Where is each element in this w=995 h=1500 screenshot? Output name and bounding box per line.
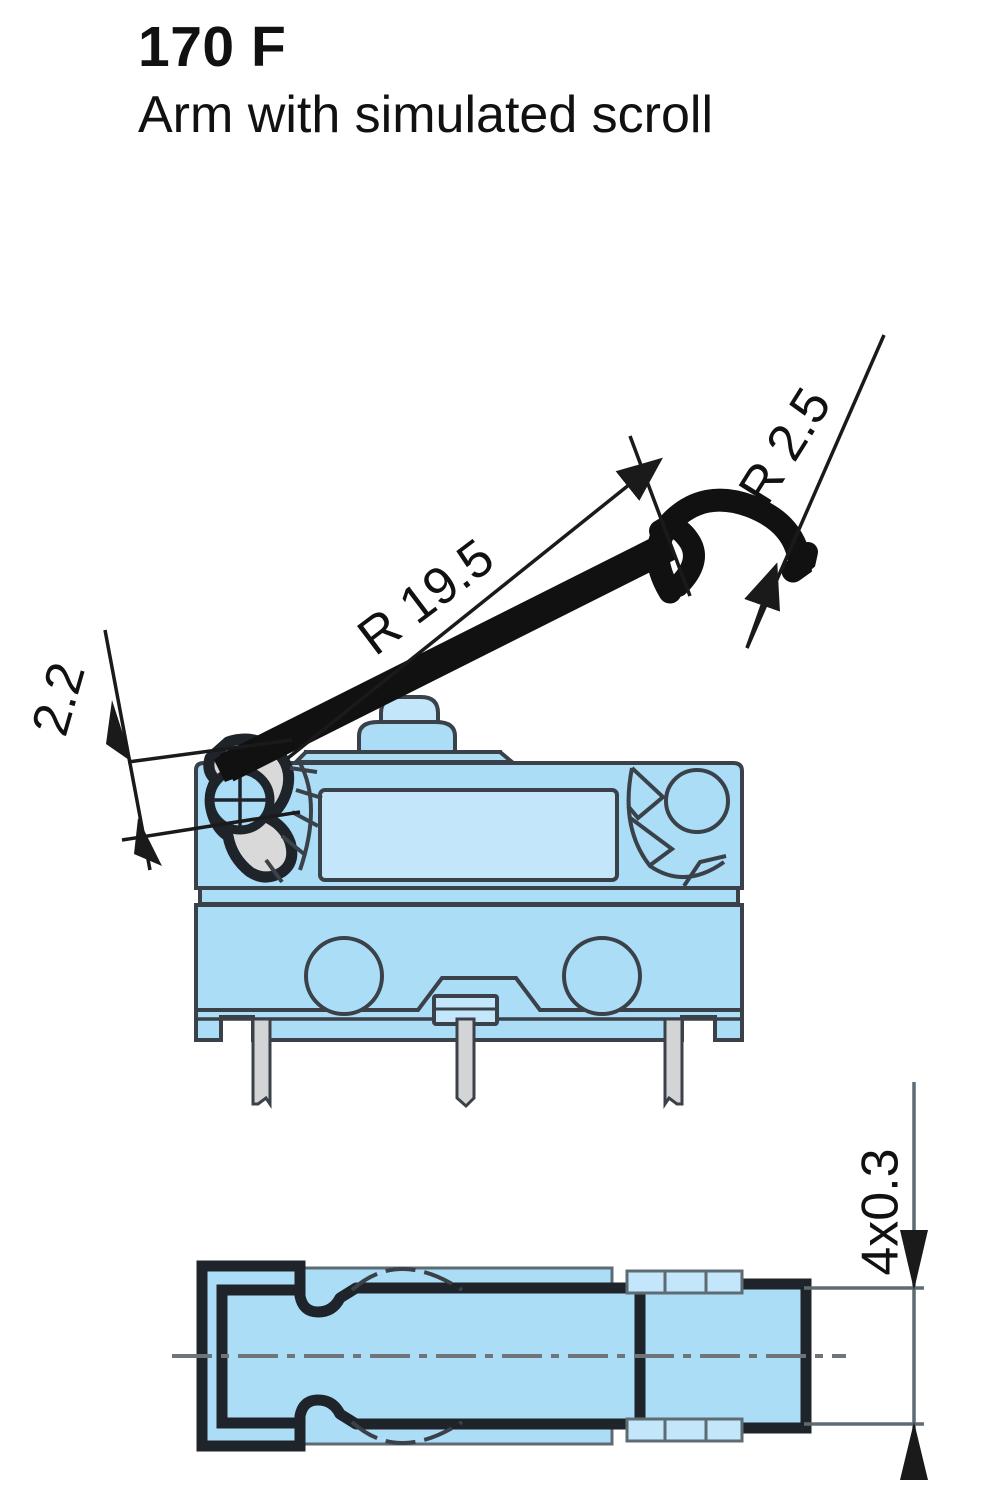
extension-line-upper [127, 738, 293, 764]
extension-line-lower [121, 810, 301, 842]
spring-leaf-lower [627, 815, 676, 868]
lever-root [214, 755, 233, 782]
spring-detail [626, 766, 730, 888]
arrowhead-upper [106, 700, 132, 762]
radius-leader-line [286, 457, 663, 760]
scroll-hook [646, 488, 812, 604]
switch-base [194, 903, 744, 1042]
mounting-hole [562, 936, 642, 1016]
part-description: Arm with simulated scroll [138, 86, 714, 145]
dimension-label-r2-5: R 2.5 [728, 378, 843, 514]
terminal-pins [251, 1017, 684, 1109]
terminal-pin [251, 1017, 272, 1109]
switch-cover [194, 750, 744, 890]
plunger-base [357, 720, 457, 754]
plan-tab-lower-divs [663, 1419, 708, 1441]
lever-arm [214, 488, 818, 782]
plan-tab-upper [625, 1269, 744, 1295]
cover-window [318, 788, 619, 882]
spring-leaf-tail [682, 854, 727, 888]
base-notch-profile [196, 976, 742, 1012]
dimension-label-4x0-3: 4x0.3 [852, 1148, 910, 1275]
radius-arrow-line [744, 562, 780, 649]
plunger [357, 695, 457, 754]
plan-upper-profile [294, 1269, 640, 1318]
mounting-hole [304, 936, 384, 1016]
radius-cross-tick [628, 435, 692, 597]
scroll-hook-tip [790, 542, 818, 576]
dimension-2-2: 2.2 [21, 629, 301, 871]
arrowhead-lower [134, 818, 162, 866]
arrowhead-upper [900, 1230, 928, 1290]
pivot-outer-arc [298, 762, 313, 871]
dimension-r2-5: R 2.5 [728, 334, 886, 649]
side-elevation-view [194, 488, 818, 1109]
plan-scroll-arc-lower [350, 1420, 464, 1445]
pivot-centre-mark [212, 772, 268, 828]
plan-mounting-tabs [625, 1269, 744, 1443]
terminal-pin [663, 1017, 684, 1109]
spring-leaf-upper [626, 766, 667, 821]
dimension-label-2-2: 2.2 [21, 656, 97, 741]
title-block: 170 F Arm with simulated scroll [138, 18, 938, 143]
plan-scroll-arc-upper [350, 1267, 464, 1292]
terminal-pin [455, 1017, 476, 1109]
dimension-r19-5: R 19.5 [286, 435, 692, 760]
arrowhead-lower [900, 1422, 928, 1480]
plan-tab-lower [625, 1417, 744, 1443]
plan-tab-upper-divs [663, 1271, 708, 1293]
dimension-4x0-3: 4x0.3 [804, 1082, 928, 1480]
part-code: 170 F [138, 15, 287, 79]
plan-view [172, 1260, 846, 1452]
plan-lower-profile [294, 1394, 640, 1443]
spring-pivot-hole [664, 768, 730, 834]
